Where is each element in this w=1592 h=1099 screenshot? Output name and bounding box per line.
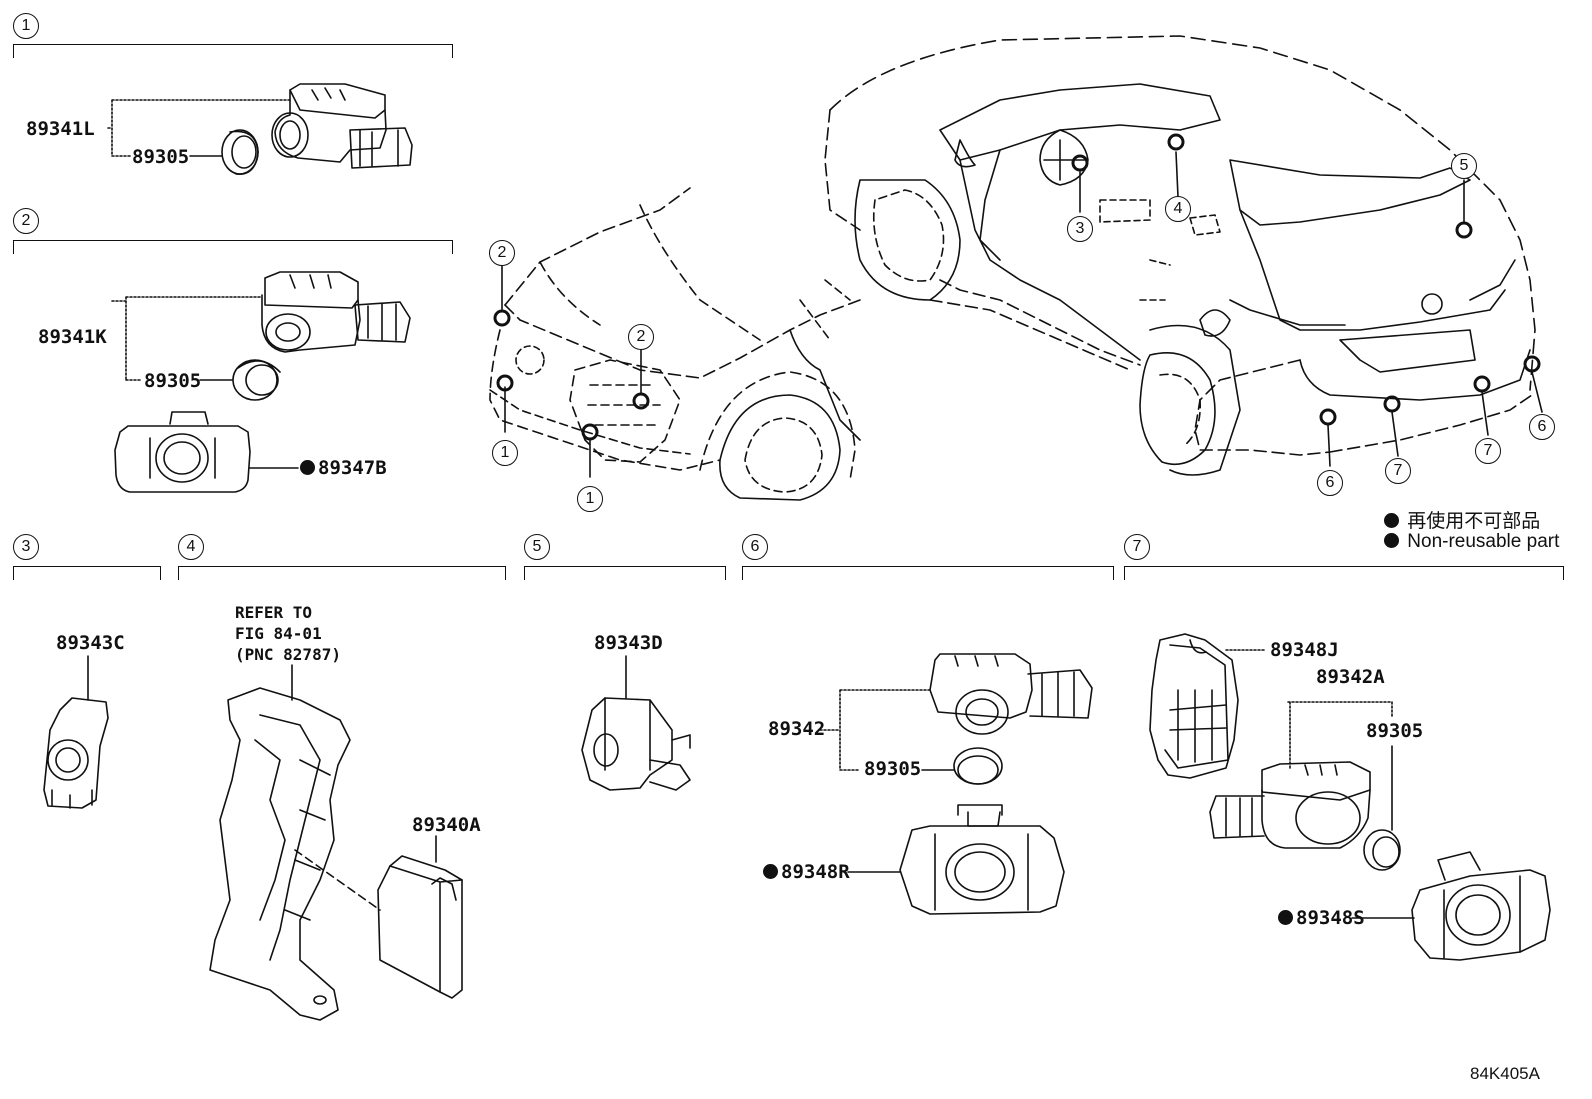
callout-4-overhead[interactable]: 4 bbox=[1165, 196, 1191, 222]
sensor-89343C-drawing bbox=[43, 655, 109, 809]
legend-dot bbox=[1384, 513, 1399, 528]
callout-7-rear-center-right[interactable]: 7 bbox=[1475, 438, 1501, 464]
part-label-89342A[interactable]: 89342A bbox=[1316, 666, 1385, 688]
callout-5-rear-glass[interactable]: 5 bbox=[1451, 153, 1477, 179]
callout-1-front-left[interactable]: 1 bbox=[492, 440, 518, 466]
part-number-89347B: 89347B bbox=[318, 457, 387, 479]
legend-jp-text: 再使用不可部品 bbox=[1407, 511, 1541, 532]
section-bracket-7 bbox=[1124, 566, 1564, 580]
legend-en-text: Non-reusable part bbox=[1407, 531, 1560, 552]
retainer-89305-s1-drawing bbox=[221, 129, 259, 175]
section-bracket-1 bbox=[13, 44, 453, 58]
section-bracket-2 bbox=[13, 240, 453, 254]
section-marker-1: 1 bbox=[13, 13, 39, 39]
non-reusable-dot bbox=[300, 460, 315, 475]
section-marker-5: 5 bbox=[524, 534, 550, 560]
non-reusable-dot bbox=[763, 864, 778, 879]
cover-89348R-drawing bbox=[899, 804, 1065, 915]
part-label-89342[interactable]: 89342 bbox=[768, 718, 826, 740]
figure-code: 84K405A bbox=[1470, 1064, 1540, 1083]
callout-6-rear-left[interactable]: 6 bbox=[1317, 470, 1343, 496]
part-label-89348S[interactable]: 89348S bbox=[1278, 907, 1365, 929]
sensor-89343D-drawing bbox=[581, 655, 691, 791]
part-number-89348S: 89348S bbox=[1296, 907, 1365, 929]
callout-7-rear-center-left[interactable]: 7 bbox=[1385, 458, 1411, 484]
sensor-89342A-drawing bbox=[1209, 761, 1371, 849]
refer-note: REFER TO FIG 84-01 (PNC 82787) bbox=[235, 603, 341, 664]
cover-89347B-drawing bbox=[114, 411, 251, 493]
sensor-location-marks bbox=[493, 133, 1541, 441]
section-marker-7: 7 bbox=[1124, 534, 1150, 560]
section-marker-2: 2 bbox=[13, 208, 39, 234]
bracket-panel-drawing bbox=[209, 664, 381, 1021]
section-marker-4: 4 bbox=[178, 534, 204, 560]
callout-3-dash[interactable]: 3 bbox=[1067, 216, 1093, 242]
callout-leaders bbox=[501, 151, 1543, 478]
retainer-89305-s6-drawing bbox=[953, 747, 1003, 785]
part-label-89340A[interactable]: 89340A bbox=[412, 814, 481, 836]
section-marker-3: 3 bbox=[13, 534, 39, 560]
part-label-89305-s2[interactable]: 89305 bbox=[144, 370, 202, 392]
non-reusable-dot bbox=[1278, 910, 1293, 925]
callout-2-front-center[interactable]: 2 bbox=[628, 324, 654, 350]
sensor-89342-drawing bbox=[929, 653, 1093, 735]
module-89340A-drawing bbox=[377, 835, 463, 999]
callout-1-front-center[interactable]: 1 bbox=[577, 486, 603, 512]
cover-89348S-drawing bbox=[1411, 851, 1551, 961]
section-bracket-5 bbox=[524, 566, 726, 580]
part-label-89341L[interactable]: 89341L bbox=[26, 118, 95, 140]
sensor-89341K-drawing bbox=[261, 271, 411, 353]
part-label-89347B[interactable]: 89347B bbox=[300, 457, 387, 479]
part-label-89348J[interactable]: 89348J bbox=[1270, 639, 1339, 661]
legend-en: Non-reusable part bbox=[1384, 531, 1559, 553]
part-label-89341K[interactable]: 89341K bbox=[38, 326, 107, 348]
bracket-89348J-drawing bbox=[1149, 633, 1239, 779]
section-bracket-4 bbox=[178, 566, 506, 580]
part-label-89305-s7[interactable]: 89305 bbox=[1366, 720, 1424, 742]
part-label-89343C[interactable]: 89343C bbox=[56, 632, 125, 654]
section-marker-6: 6 bbox=[742, 534, 768, 560]
retainer-89305-s2-drawing bbox=[232, 359, 281, 401]
part-label-89305-s1[interactable]: 89305 bbox=[132, 146, 190, 168]
callout-6-rear-right[interactable]: 6 bbox=[1529, 414, 1555, 440]
retainer-89305-s7-drawing bbox=[1363, 829, 1401, 871]
legend-dot bbox=[1384, 533, 1399, 548]
legend-jp: 再使用不可部品 bbox=[1384, 506, 1540, 533]
rear-vehicle-drawing bbox=[824, 35, 1536, 476]
part-label-89305-s6[interactable]: 89305 bbox=[864, 758, 922, 780]
section-bracket-6 bbox=[742, 566, 1114, 580]
callout-2-front-left[interactable]: 2 bbox=[489, 240, 515, 266]
part-label-89348R[interactable]: 89348R bbox=[763, 861, 850, 883]
part-label-89343D[interactable]: 89343D bbox=[594, 632, 663, 654]
part-number-89348R: 89348R bbox=[781, 861, 850, 883]
sensor-89341L-drawing bbox=[271, 83, 413, 169]
section-bracket-3 bbox=[13, 566, 161, 580]
front-vehicle-drawing bbox=[489, 187, 861, 501]
